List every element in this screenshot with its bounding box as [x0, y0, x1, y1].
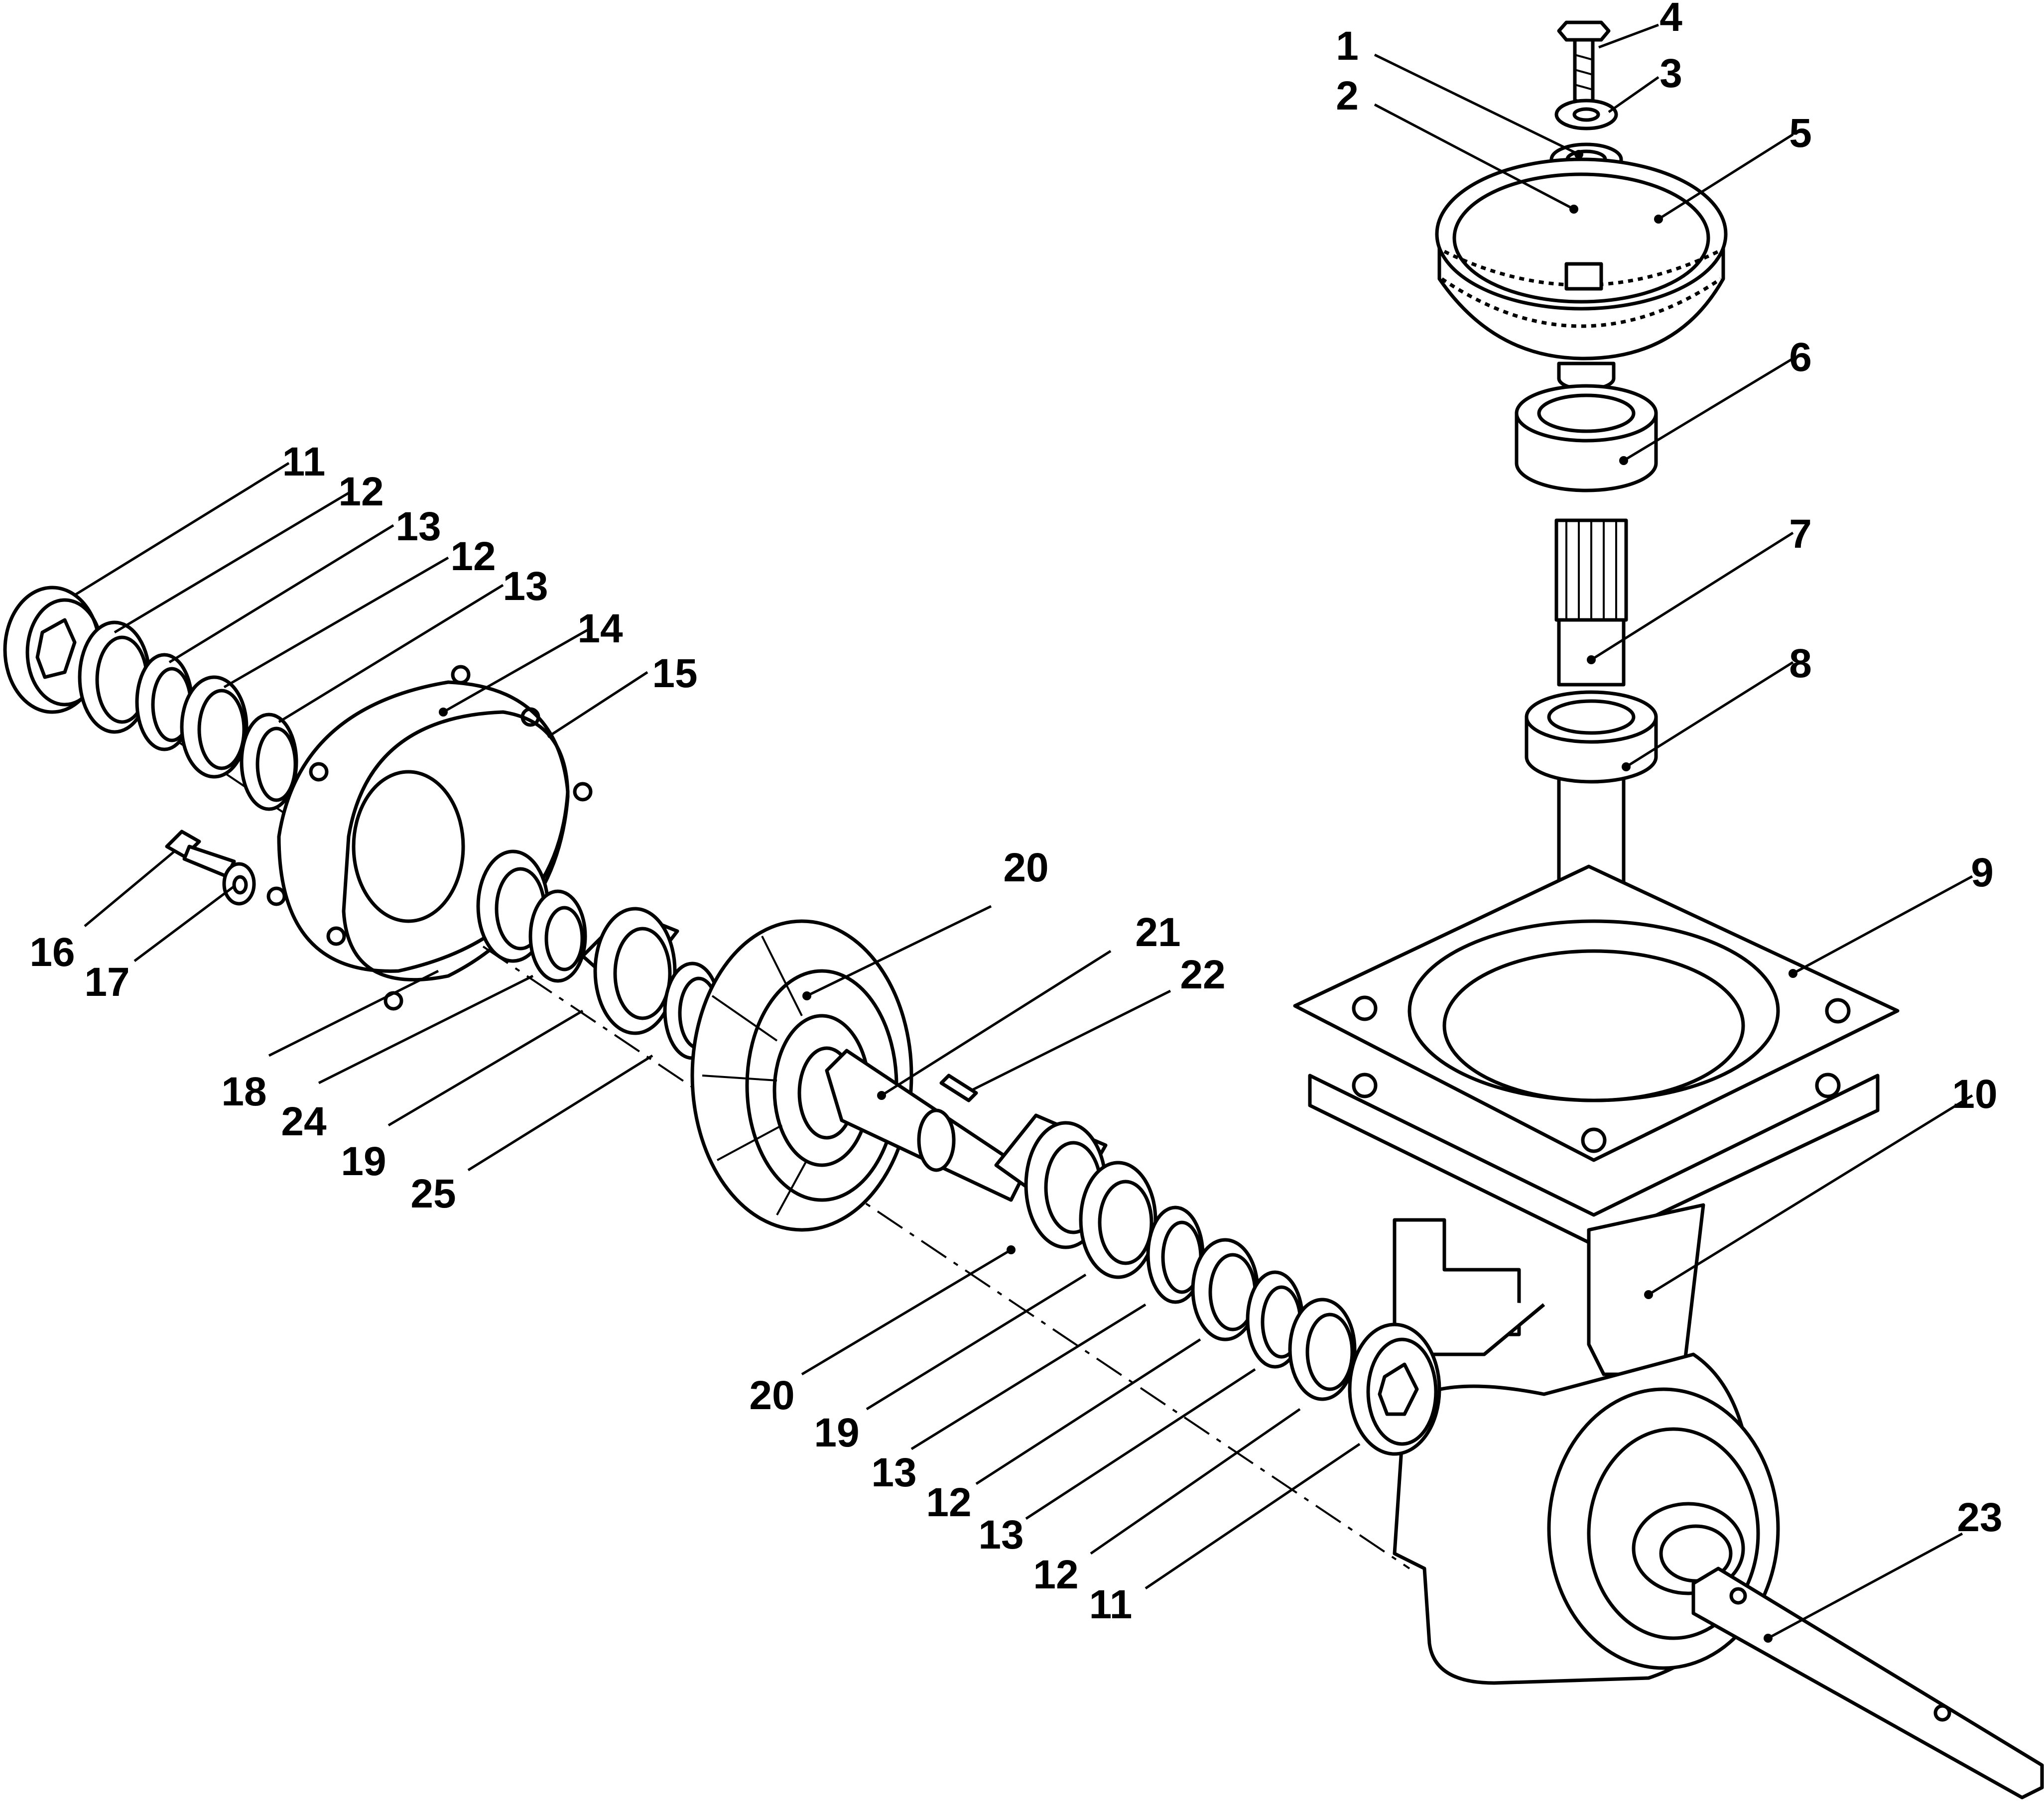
callout-label: 22 [1180, 952, 1225, 997]
bearing-19-left [581, 907, 679, 1035]
housing-10 [1308, 1073, 1880, 1685]
callout-label: 17 [84, 960, 129, 1005]
callout-label: 13 [503, 564, 548, 609]
spacer-24 [528, 889, 587, 983]
callout-label: 12 [450, 534, 496, 579]
callout-label: 7 [1789, 511, 1812, 557]
callout-label: 13 [395, 504, 441, 549]
callout-label: 3 [1660, 51, 1682, 96]
callout-label: 12 [1033, 1552, 1078, 1597]
key-22 [939, 1074, 978, 1102]
bearing-8 [1525, 690, 1658, 784]
callout-label: 19 [341, 1139, 386, 1184]
callout-label: 2 [1336, 73, 1359, 119]
washer-17 [222, 862, 256, 906]
callout-label: 18 [221, 1069, 266, 1114]
shaft-21 [825, 1049, 1028, 1202]
callout-label: 12 [338, 469, 383, 514]
callout-label: 20 [1003, 845, 1048, 890]
bearing-6 [1515, 384, 1658, 492]
callout-label: 19 [814, 1410, 859, 1455]
callout-label: 15 [652, 651, 697, 696]
callout-label: 9 [1971, 850, 1994, 895]
lock-washer-3 [1554, 99, 1618, 130]
seal-11-right [1348, 1323, 1441, 1456]
bolt-16 [165, 830, 236, 878]
callout-label: 25 [410, 1171, 456, 1216]
callout-label: 4 [1660, 0, 1682, 40]
callout-label: 11 [282, 439, 326, 484]
bearing-19-right [1079, 1161, 1157, 1279]
callout-label: 1 [1336, 23, 1359, 69]
leader-dots [439, 150, 1797, 1643]
callout-labels: 1 2 3 4 5 6 7 8 9 10 11 12 13 12 13 14 1… [29, 0, 2002, 1627]
callout-label: 12 [926, 1480, 971, 1525]
callout-label: 14 [577, 606, 623, 651]
callout-label: 20 [749, 1373, 794, 1418]
output-shaft-23 [1691, 1566, 2044, 1800]
gasket-15 [342, 710, 570, 982]
ring-12-right-b [1288, 1298, 1357, 1401]
callout-label: 10 [1952, 1072, 1997, 1117]
callout-label: 21 [1135, 910, 1180, 955]
leader-lines [74, 23, 1973, 1640]
callout-label: 8 [1789, 641, 1812, 686]
callout-label: 6 [1789, 335, 1812, 380]
callout-label: 5 [1789, 111, 1812, 156]
housing-cover-9 [1293, 864, 1900, 1162]
callout-label: 11 [1089, 1582, 1133, 1627]
ring-12-left-b [180, 675, 249, 779]
callout-label: 13 [978, 1512, 1023, 1558]
callout-label: 23 [1957, 1495, 2002, 1540]
ring-13-left-b [240, 713, 298, 811]
callout-label: 24 [281, 1099, 327, 1144]
callout-label: 16 [29, 930, 75, 975]
callout-label: 13 [871, 1450, 916, 1495]
spur-gear-5 [1435, 157, 1728, 391]
